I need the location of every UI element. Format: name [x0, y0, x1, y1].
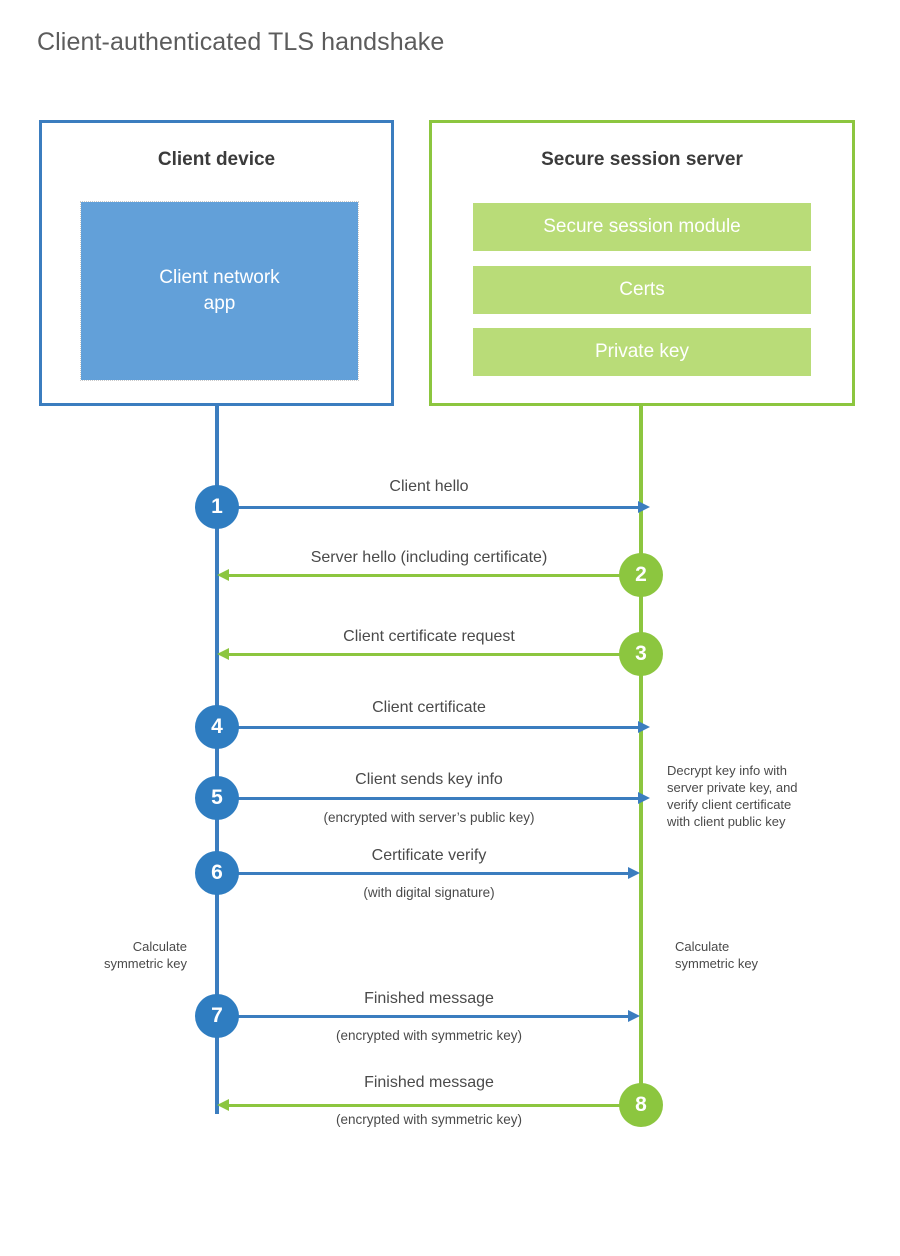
step-badge-1: 1 [195, 485, 239, 529]
annotation-line-3: verify client certificate [667, 797, 792, 812]
block-client-network-app: Client network app [80, 201, 359, 381]
message-label-5: Client sends key info [355, 771, 503, 788]
message-label-2: Server hello (including certificate) [310, 549, 548, 566]
arrow-4 [217, 721, 650, 733]
block-private-key: Private key [473, 328, 811, 376]
message-sublabel-5: (encrypted with server’s public key) [323, 810, 535, 825]
annotation-client-line-1: Calculate [132, 939, 187, 954]
lifeline-server [639, 406, 643, 1106]
message-label-3: Client certificate request [343, 628, 515, 645]
step-badge-8: 8 [619, 1083, 663, 1127]
entity-title-client-device: Client device [157, 149, 276, 170]
arrow-2 [217, 569, 641, 581]
client-app-line-1: Client network [159, 267, 280, 288]
annotation-server-line-2: symmetric key [675, 956, 759, 971]
message-sublabel-7: (encrypted with symmetric key) [335, 1028, 523, 1043]
block-certs: Certs [473, 266, 811, 314]
message-label-4: Client certificate [372, 699, 486, 716]
message-label-6: Certificate verify [371, 847, 487, 864]
annotation-server-line-1: Calculate [675, 939, 730, 954]
annotation-calculate-symmetric-key-server: Calculate symmetric key [675, 938, 855, 972]
step-badge-2: 2 [619, 553, 663, 597]
message-sublabel-6: (with digital signature) [363, 885, 495, 900]
annotation-calculate-symmetric-key-client: Calculate symmetric key [20, 938, 187, 972]
entity-box-secure-session-server: Secure session server Secure session mod… [429, 120, 855, 406]
arrow-6 [217, 867, 640, 879]
message-sublabel-8: (encrypted with symmetric key) [335, 1112, 523, 1127]
page-title: Client-authenticated TLS handshake [37, 28, 445, 56]
block-label-client-network-app: Client network app [81, 265, 358, 317]
arrow-7 [217, 1010, 640, 1022]
annotation-line-4: with client public key [667, 814, 786, 829]
arrow-5 [217, 792, 650, 804]
block-label-certs: Certs [619, 279, 665, 300]
arrow-1 [217, 501, 650, 513]
block-label-private-key: Private key [595, 341, 689, 362]
message-label-7: Finished message [364, 990, 494, 1007]
entity-box-client-device: Client device Client network app [39, 120, 394, 406]
step-badge-7: 7 [195, 994, 239, 1038]
block-secure-session-module: Secure session module [473, 203, 811, 251]
step-badge-4: 4 [195, 705, 239, 749]
annotation-decrypt-key-info: Decrypt key info with server private key… [667, 762, 852, 830]
annotation-line-1: Decrypt key info with [667, 763, 787, 778]
annotation-line-2: server private key, and [667, 780, 798, 795]
message-label-8: Finished message [364, 1074, 494, 1091]
block-label-secure-session-module: Secure session module [543, 216, 741, 237]
message-label-1: Client hello [389, 478, 469, 495]
step-badge-5: 5 [195, 776, 239, 820]
entity-title-secure-session-server: Secure session server [541, 149, 743, 170]
annotation-client-line-2: symmetric key [103, 956, 187, 971]
arrow-8 [217, 1099, 641, 1111]
lifeline-client [215, 406, 219, 1114]
client-app-line-2: app [203, 293, 236, 314]
arrow-3 [217, 648, 641, 660]
step-badge-6: 6 [195, 851, 239, 895]
step-badge-3: 3 [619, 632, 663, 676]
